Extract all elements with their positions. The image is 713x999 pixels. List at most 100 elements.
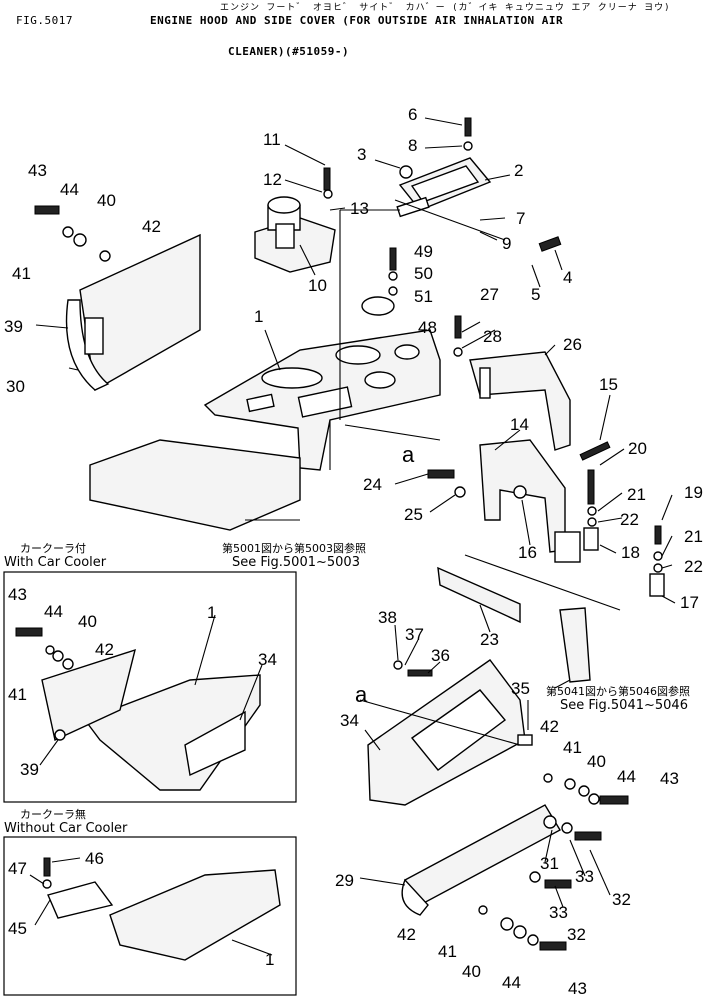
callout-41d: 41	[438, 942, 457, 961]
callout-32b: 32	[567, 925, 586, 944]
callout-14: 14	[510, 415, 529, 434]
callout-34a: 34	[340, 711, 359, 730]
callout-21b: 21	[684, 527, 703, 546]
callout-42d: 42	[397, 925, 416, 944]
callout-21a: 21	[627, 485, 646, 504]
callout-9: 9	[502, 234, 511, 253]
rear-bracket	[469, 351, 571, 451]
callout-26: 26	[563, 335, 582, 354]
reference-notes: a a 第5001図から第5003図参照 See Fig.5001~5003 第…	[4, 442, 690, 836]
engine-hood	[203, 329, 441, 471]
callout-43d: 43	[568, 979, 587, 998]
callout-42a: 42	[142, 217, 161, 236]
intake-duct	[254, 196, 336, 273]
callout-39b: 39	[20, 760, 39, 779]
inset-side-panel	[41, 648, 136, 742]
callout-30: 30	[6, 377, 25, 396]
side-post	[559, 607, 591, 683]
ref-note-1: See Fig.5001~5003	[232, 555, 360, 570]
callout-31: 31	[540, 854, 559, 873]
callout-12: 12	[263, 170, 282, 189]
callout-41b: 41	[8, 685, 27, 704]
callout-13: 13	[350, 199, 369, 218]
hinge-block	[554, 531, 581, 563]
inset2-plate	[47, 881, 114, 919]
front-grille	[89, 439, 301, 531]
callout-1b: 1	[207, 603, 216, 622]
callout-49: 49	[414, 242, 433, 261]
callout-36: 36	[431, 646, 450, 665]
callout-7: 7	[516, 209, 525, 228]
callout-37: 37	[405, 625, 424, 644]
callout-11: 11	[263, 130, 281, 149]
support-pillar	[479, 439, 566, 553]
callout-1: 1	[254, 307, 263, 326]
leader-lines	[29, 117, 676, 956]
ref-note-2: See Fig.5041~5046	[560, 698, 688, 713]
callout-33b: 33	[549, 903, 568, 922]
figure-number: FIG.5017	[16, 14, 73, 27]
callout-38: 38	[378, 608, 397, 627]
callout-33a: 33	[575, 867, 594, 886]
callout-40a: 40	[97, 191, 116, 210]
cover-plate	[396, 157, 492, 218]
callout-8: 8	[408, 136, 417, 155]
callout-1c: 1	[265, 950, 274, 969]
callout-25: 25	[404, 505, 423, 524]
ref-note-1-jp: 第5001図から第5003図参照	[222, 541, 366, 555]
callout-45: 45	[8, 919, 27, 938]
callout-29: 29	[335, 871, 354, 890]
callout-5: 5	[531, 285, 540, 304]
callout-24: 24	[363, 475, 382, 494]
inset2-hood	[109, 869, 281, 961]
with-cooler-label: With Car Cooler	[4, 555, 107, 570]
callout-43b: 43	[8, 585, 27, 604]
callout-22b: 22	[684, 557, 703, 576]
title-line-2: CLEANER)(#51059-)	[228, 45, 350, 58]
fasteners	[15, 117, 665, 951]
ref-note-2-jp: 第5041図から第5046図参照	[546, 684, 690, 698]
callout-47: 47	[8, 859, 27, 878]
callout-34b: 34	[258, 650, 277, 669]
callout-3: 3	[357, 145, 366, 164]
without-cooler-jp: カークーラ無	[20, 807, 86, 821]
japanese-title: エンジン フート゛ オヨヒ゛ サイト゛ カハ゛ー (カ゛イキ キュウニュウ エア…	[220, 3, 671, 13]
right-side-cover	[367, 659, 526, 806]
callout-2: 2	[514, 161, 523, 180]
callout-18: 18	[621, 543, 640, 562]
callout-44a: 44	[60, 180, 79, 199]
callout-10: 10	[308, 276, 327, 295]
with-cooler-jp: カークーラ付	[20, 542, 86, 555]
inset-grille	[184, 710, 246, 777]
callout-39a: 39	[4, 317, 23, 336]
callout-labels: 1 2 3 4 5 6 7 8 9 10 11 12 13 14 15 16 1…	[4, 105, 703, 998]
callout-6: 6	[408, 105, 417, 124]
callout-35: 35	[511, 679, 530, 698]
without-cooler-label: Without Car Cooler	[4, 821, 128, 836]
callout-27: 27	[480, 285, 499, 304]
callout-41a: 41	[12, 264, 31, 283]
callout-42c: 42	[540, 717, 559, 736]
callout-4: 4	[563, 268, 572, 287]
callout-40c: 40	[587, 752, 606, 771]
bottom-cover	[401, 804, 561, 916]
callout-22a: 22	[620, 510, 639, 529]
callout-17: 17	[680, 593, 699, 612]
callout-28: 28	[483, 327, 502, 346]
callout-43c: 43	[660, 769, 679, 788]
callout-40d: 40	[462, 962, 481, 981]
callout-50: 50	[414, 264, 433, 283]
arrow-label-a: a	[402, 442, 415, 467]
callout-44d: 44	[502, 973, 521, 992]
callout-23: 23	[480, 630, 499, 649]
callout-46: 46	[85, 849, 104, 868]
callout-15: 15	[599, 375, 618, 394]
callout-32a: 32	[612, 890, 631, 909]
callout-51: 51	[414, 287, 433, 306]
callout-44c: 44	[617, 767, 636, 786]
callout-19: 19	[684, 483, 703, 502]
callout-40b: 40	[78, 612, 97, 631]
without-cooler-box	[3, 836, 297, 996]
callout-16: 16	[518, 543, 537, 562]
